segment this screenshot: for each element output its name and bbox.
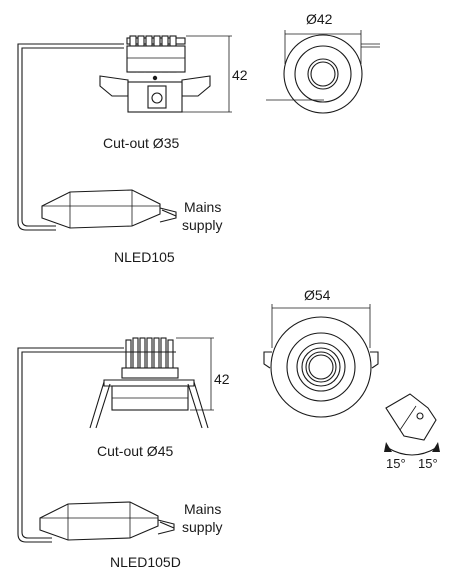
cable-2 [17, 347, 124, 543]
driver-1 [41, 189, 177, 229]
model-label-1: NLED105 [114, 249, 175, 265]
mains-label-2b: supply [182, 519, 222, 535]
model-label-2: NLED105D [110, 554, 181, 570]
product-nled105d: 42 Cut-out Ø45 Mains supply NLED105D [17, 287, 440, 570]
height-label-2: 42 [214, 371, 230, 387]
mains-label-2a: Mains [184, 501, 221, 517]
fixture-side-view-2 [89, 337, 209, 429]
mains-label-1b: supply [182, 217, 222, 233]
height-dimension-1: 42 [182, 35, 248, 113]
fixture-top-view-2: Ø54 [263, 287, 379, 418]
mains-label-1a: Mains [184, 199, 221, 215]
height-label-1: 42 [232, 67, 248, 83]
tilt-detail: 15° 15° [384, 393, 440, 471]
tilt-right-label: 15° [418, 456, 438, 471]
driver-2 [39, 501, 175, 541]
height-dimension-2: 42 [176, 337, 230, 411]
cable-1 [17, 43, 124, 231]
cutout-label-1: Cut-out Ø35 [103, 135, 179, 151]
tilt-left-label: 15° [386, 456, 406, 471]
fixture-top-view-1: Ø42 [266, 11, 380, 114]
diameter-label-2: Ø54 [304, 287, 331, 303]
cutout-label-2: Cut-out Ø45 [97, 443, 173, 459]
fixture-side-view-1 [99, 35, 211, 113]
product-nled105: 42 Cut-out Ø35 Mains supply NLED105 [17, 11, 380, 265]
diameter-label-1: Ø42 [306, 11, 333, 27]
